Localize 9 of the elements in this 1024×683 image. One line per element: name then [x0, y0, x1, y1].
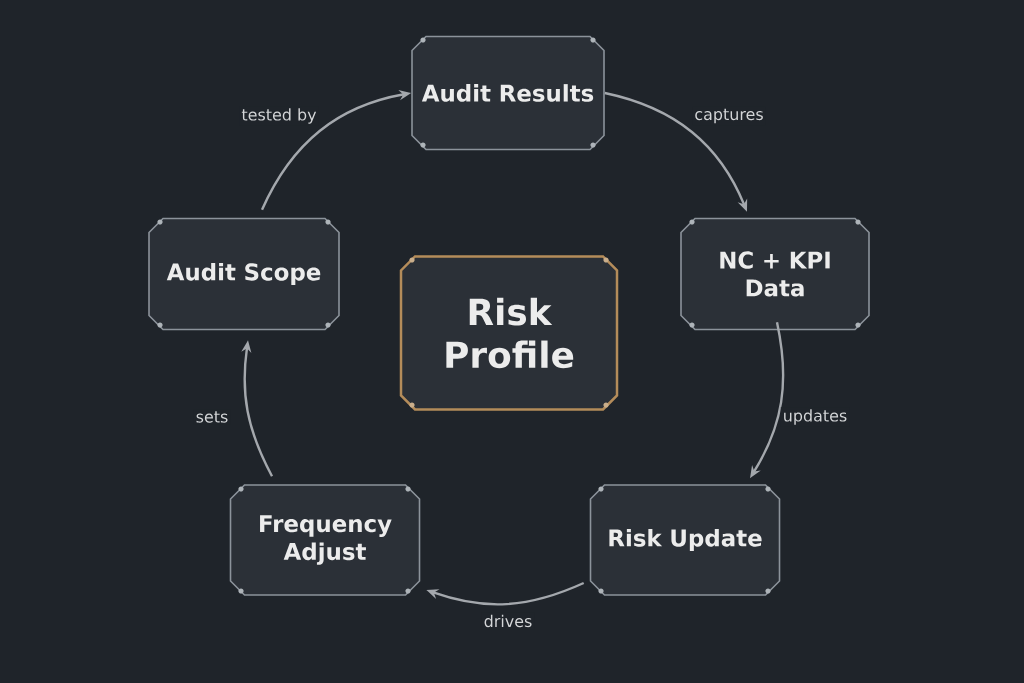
edge-label: tested by — [239, 106, 319, 126]
process-box: NC + KPI Data — [680, 217, 870, 331]
edge-label: sets — [193, 409, 231, 425]
center-box: Risk Profile — [399, 255, 619, 411]
process-box: Risk Update — [589, 484, 781, 596]
process-box: Frequency Adjust — [229, 484, 421, 596]
process-box: Audit Results — [411, 35, 605, 151]
process-box: Audit Scope — [148, 217, 340, 331]
edge-label: updates — [780, 407, 850, 427]
